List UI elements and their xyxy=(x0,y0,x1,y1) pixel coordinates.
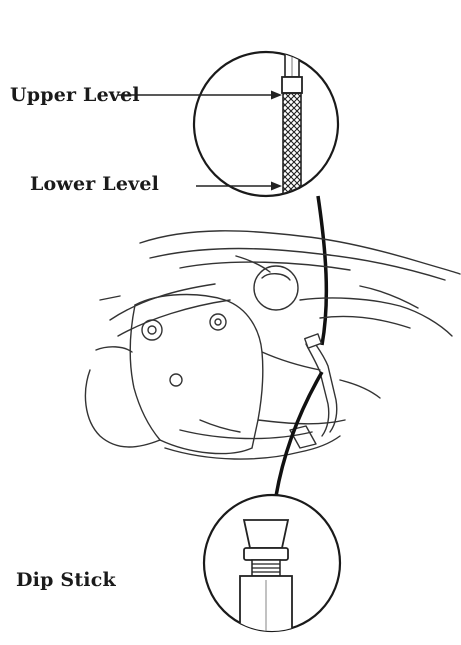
upper-leader-line xyxy=(318,196,326,345)
level-gauge-icon xyxy=(283,93,301,197)
upper-magnifier xyxy=(118,22,338,197)
lower-level-label: Lower Level xyxy=(30,173,159,195)
dip-stick-label: Dip Stick xyxy=(16,569,116,591)
dipstick-handle-icon xyxy=(240,520,292,638)
upper-level-label: Upper Level xyxy=(10,84,140,106)
transmission-assembly-sketch xyxy=(85,231,460,459)
lower-magnifier xyxy=(204,495,340,638)
